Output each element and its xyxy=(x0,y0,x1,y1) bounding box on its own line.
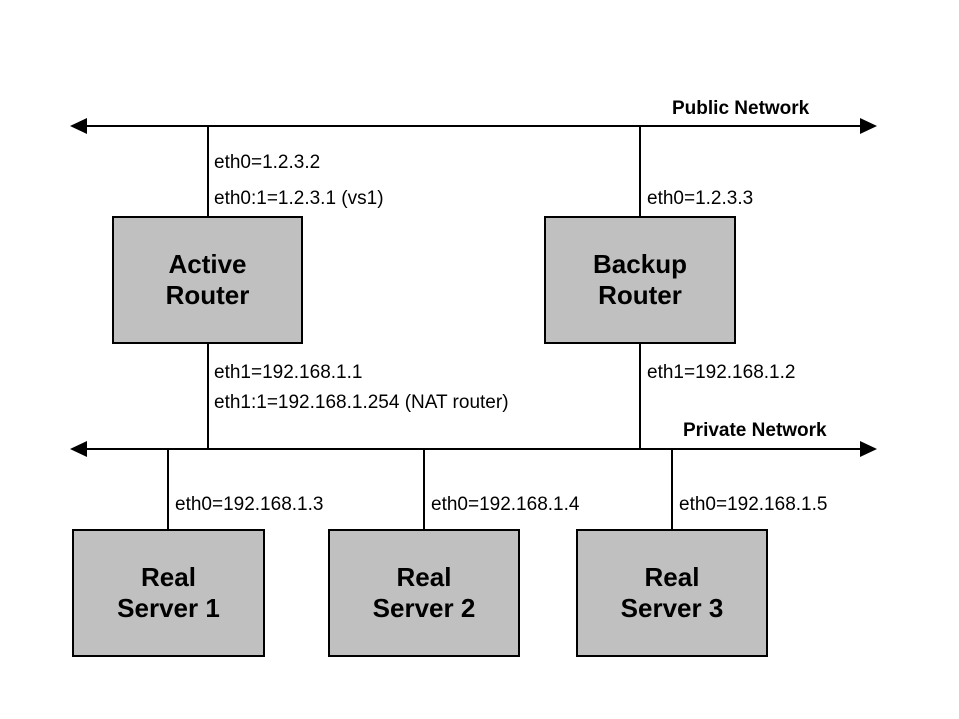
real-server-1-ip: eth0=192.168.1.3 xyxy=(175,494,324,515)
public-network-bus xyxy=(86,125,861,127)
node-real-server-3[interactable]: Real Server 3 xyxy=(576,529,768,657)
private-network-label: Private Network xyxy=(683,420,827,441)
node-backup-router[interactable]: Backup Router xyxy=(544,216,736,344)
real-server-3-link xyxy=(671,449,673,529)
public-network-label: Public Network xyxy=(672,98,810,119)
real-server-3-ip: eth0=192.168.1.5 xyxy=(679,494,828,515)
private-bus-left-arrow xyxy=(70,441,87,457)
node-active-router-line-2: Router xyxy=(165,280,250,310)
node-backup-router-line-2: Router xyxy=(598,280,682,310)
real-server-1-link xyxy=(167,449,169,529)
node-real-server-2[interactable]: Real Server 2 xyxy=(328,529,520,657)
node-real-server-2-line-1: Real xyxy=(396,562,452,592)
backup-router-public-link xyxy=(639,126,641,217)
node-backup-router-line-1: Backup xyxy=(593,249,687,279)
node-active-router-line-1: Active xyxy=(168,249,247,279)
public-bus-left-arrow xyxy=(70,118,87,134)
active-router-private-ip-nat: eth1:1=192.168.1.254 (NAT router) xyxy=(214,392,509,413)
active-router-public-ip-primary: eth0=1.2.3.2 xyxy=(214,152,321,173)
node-real-server-3-line-1: Real xyxy=(644,562,700,592)
real-server-2-link xyxy=(423,449,425,529)
node-real-server-1-line-1: Real xyxy=(141,562,196,592)
active-router-public-link xyxy=(207,126,209,217)
private-bus-right-arrow xyxy=(860,441,877,457)
private-network-bus xyxy=(86,448,861,450)
node-real-server-1-line-2: Server 1 xyxy=(117,593,220,623)
real-server-2-ip: eth0=192.168.1.4 xyxy=(431,494,580,515)
backup-router-private-ip: eth1=192.168.1.2 xyxy=(647,362,796,383)
backup-router-private-link xyxy=(639,344,641,449)
active-router-private-link xyxy=(207,344,209,449)
backup-router-public-ip: eth0=1.2.3.3 xyxy=(647,188,754,209)
active-router-private-ip-primary: eth1=192.168.1.1 xyxy=(214,362,363,383)
node-real-server-3-line-2: Server 3 xyxy=(620,593,724,623)
active-router-public-ip-virtual: eth0:1=1.2.3.1 (vs1) xyxy=(214,188,384,209)
node-real-server-1[interactable]: Real Server 1 xyxy=(72,529,265,657)
node-active-router[interactable]: Active Router xyxy=(112,216,303,344)
public-bus-right-arrow xyxy=(860,118,877,134)
node-real-server-2-line-2: Server 2 xyxy=(372,593,476,623)
